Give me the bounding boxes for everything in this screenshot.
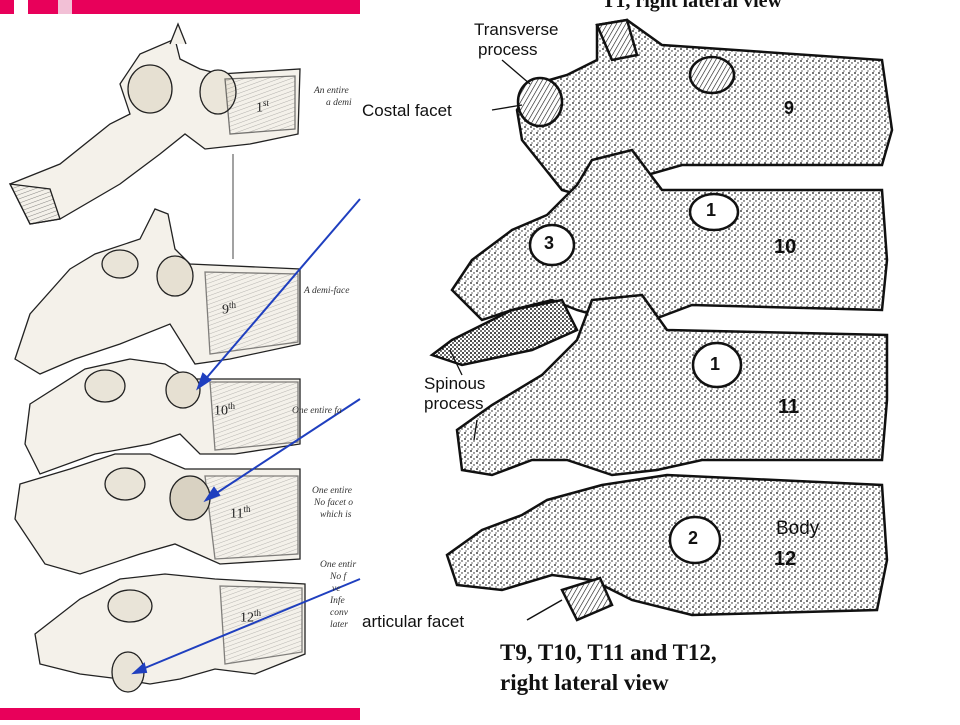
label-9th: 9th	[222, 300, 237, 318]
transverse-process-label: Transverse process	[474, 20, 559, 59]
side-note: One entire fa	[292, 406, 342, 416]
arrow-to-t12-facet	[139, 578, 361, 671]
side-note: A demi-face	[304, 286, 350, 296]
side-note: conv	[330, 608, 348, 618]
facet-number: 1	[706, 200, 717, 220]
articular-facet-label: articular facet	[362, 612, 465, 631]
side-note: a demi	[326, 98, 352, 108]
spinous-process-label: Spinous process	[424, 374, 486, 413]
label-11th: 11th	[230, 504, 251, 522]
bottom-accent-bar	[0, 708, 360, 720]
vertebra-t12	[34, 573, 306, 693]
label-10th: 10th	[214, 401, 236, 419]
vertebra-t11	[14, 453, 301, 575]
facet-number: 2	[688, 528, 699, 548]
arrow-to-t10-facet	[202, 198, 361, 383]
stippled-vertebra-t12	[445, 473, 889, 622]
left-anatomy-figure: 1st 9th 10th 11th 12th An entire a demi …	[0, 14, 362, 708]
label-1st: 1st	[256, 98, 270, 116]
stippled-vertebra-t9	[515, 18, 894, 202]
side-note: which is	[320, 510, 352, 520]
vertebra-number-11: 11	[778, 396, 800, 418]
figure-caption: T9, T10, T11 and T12, right lateral view	[500, 640, 717, 695]
vertebrae-drawing	[8, 22, 361, 693]
side-note: An entire	[314, 86, 349, 96]
arrow-to-t11-facet	[211, 398, 361, 497]
accent-square	[58, 0, 72, 14]
accent-square	[14, 0, 28, 14]
side-note: No facet o	[314, 498, 354, 508]
facet-number: 3	[544, 233, 555, 253]
body-label: Body	[776, 518, 820, 539]
side-note: One entire	[312, 486, 353, 496]
vertebra-number-10: 10	[774, 236, 797, 258]
stippled-vertebra-t11	[429, 293, 889, 477]
side-note: One entir	[320, 560, 357, 570]
facet-number: 1	[710, 354, 721, 374]
label-12th: 12th	[240, 608, 262, 626]
costal-facet-label: Costal facet	[362, 101, 452, 120]
right-anatomy-figure: T1, right lateral view Transverse proces…	[362, 0, 960, 720]
vertebra-t9	[14, 208, 301, 375]
vertebra-number-12: 12	[774, 548, 797, 570]
stippled-vertebrae-drawing	[429, 18, 894, 622]
pointer-arrows	[131, 198, 361, 675]
vertebra-t1	[8, 22, 301, 225]
label-leader-lines	[449, 59, 531, 441]
vertebra-number-9: 9	[784, 98, 795, 118]
vertebra-t10	[24, 358, 301, 475]
side-note: Infe	[330, 596, 345, 606]
stippled-vertebra-t10	[450, 148, 889, 322]
side-note: ve	[332, 584, 341, 594]
side-note: No f	[330, 572, 347, 582]
top-accent-bar	[0, 0, 360, 14]
side-note: later	[330, 620, 348, 630]
header-fragment: T1, right lateral view	[602, 0, 782, 12]
